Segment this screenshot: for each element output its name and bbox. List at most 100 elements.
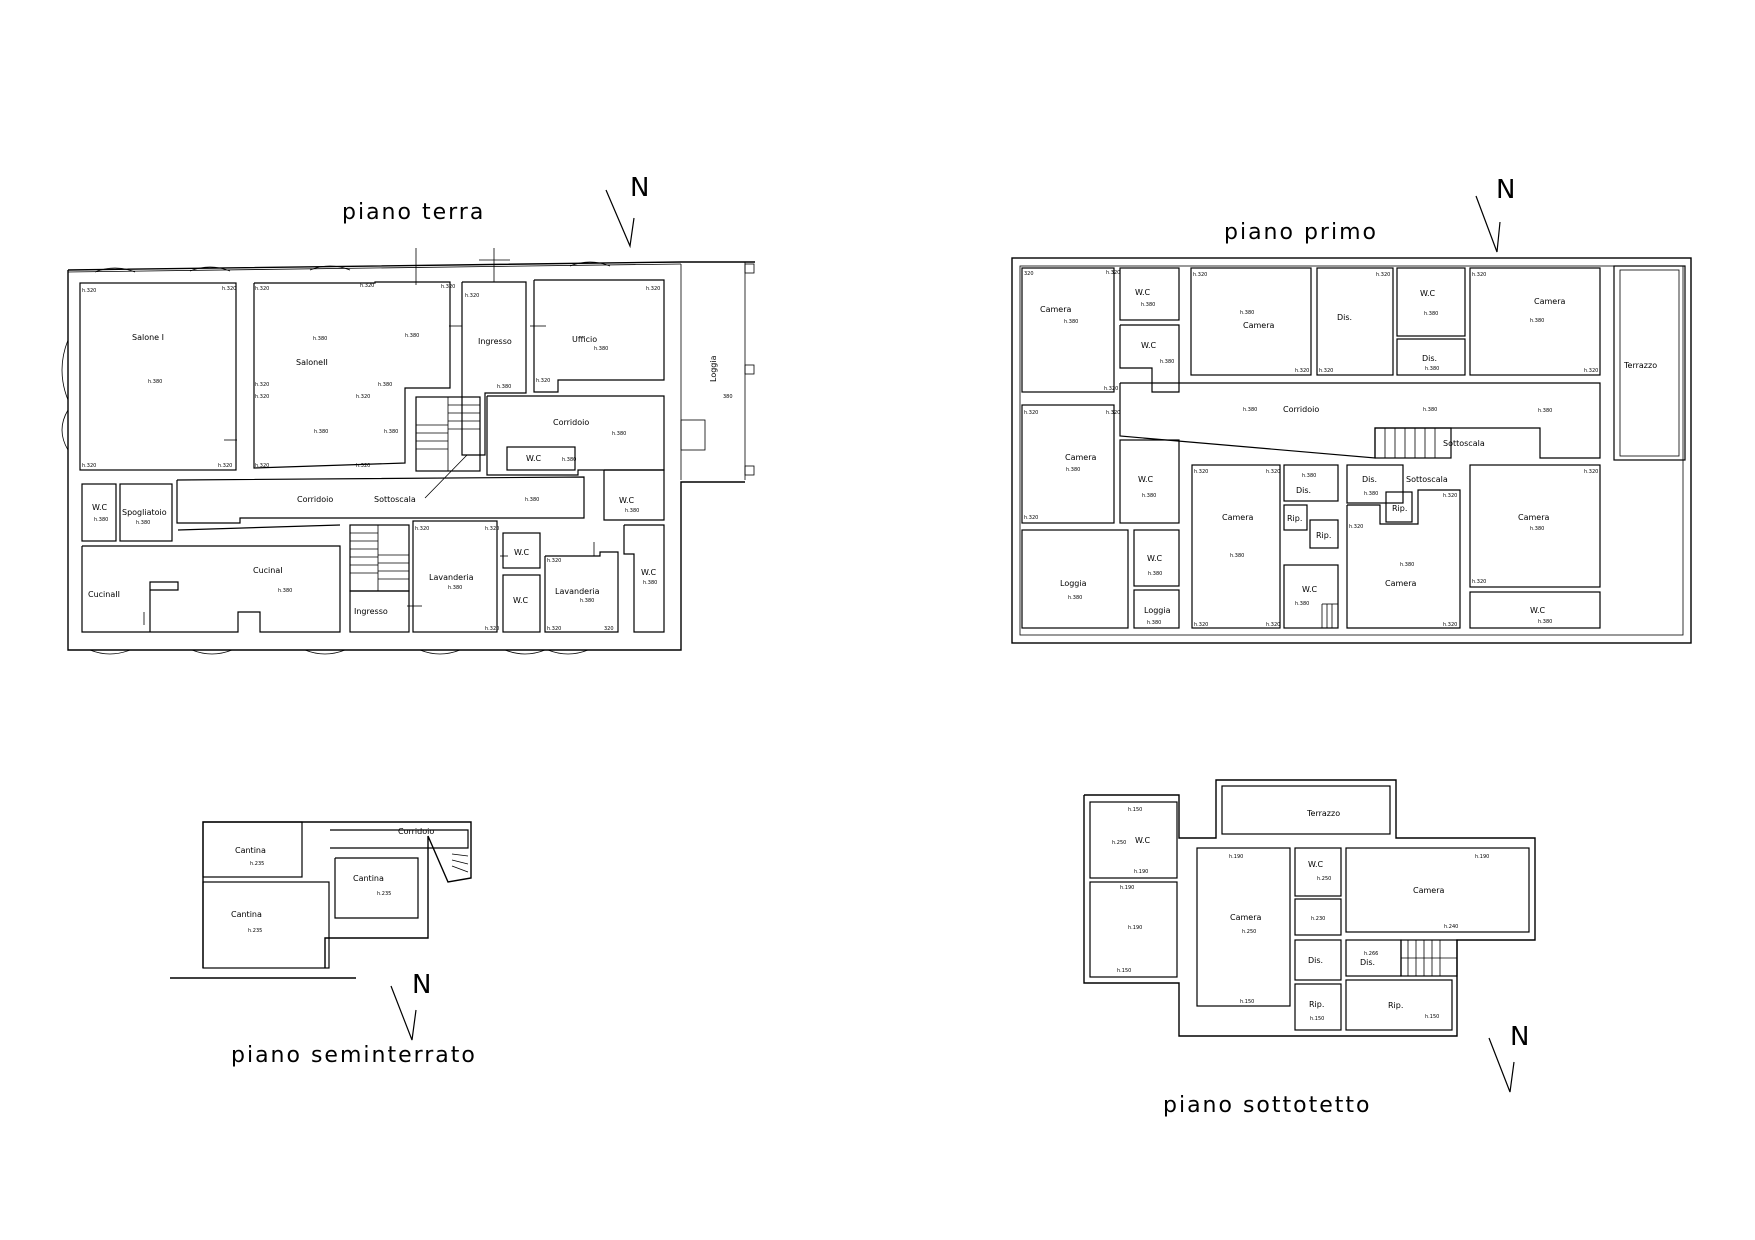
room-camera-west: [1196, 847, 1291, 1007]
svg-text:h.380: h.380: [378, 382, 392, 388]
svg-text:h.320: h.320: [1104, 386, 1118, 392]
outer-wall: [67, 261, 755, 271]
svg-text:h.380: h.380: [1066, 467, 1080, 473]
svg-text:Rip.: Rip.: [1388, 1001, 1403, 1010]
svg-text:380: 380: [723, 394, 733, 400]
room-wc-west: [81, 483, 117, 542]
svg-text:h.380: h.380: [580, 598, 594, 604]
room-wc-southeast: [623, 524, 665, 633]
svg-text:h.320: h.320: [1194, 469, 1208, 475]
svg-text:Sottoscala: Sottoscala: [1406, 475, 1448, 484]
room-corridoio-east: [486, 395, 665, 476]
north-arrow: N: [390, 970, 431, 1041]
svg-text:h.266: h.266: [1364, 951, 1378, 957]
svg-text:Dis.: Dis.: [1422, 354, 1437, 363]
room-wc-southwest: [1133, 529, 1180, 587]
svg-text:W.C: W.C: [1147, 554, 1163, 563]
room-wc-east: [1469, 591, 1601, 629]
svg-text:Dis.: Dis.: [1337, 313, 1352, 322]
north-arrow-letter: N: [1510, 1022, 1529, 1052]
room-wc-south-1: [502, 532, 541, 569]
svg-text:h.235: h.235: [377, 891, 391, 897]
room-cucina: [81, 545, 341, 633]
svg-text:h.320: h.320: [1024, 515, 1038, 521]
svg-text:320: 320: [604, 626, 614, 632]
room-wc-west: [1089, 801, 1178, 879]
svg-text:h.380: h.380: [1538, 408, 1552, 414]
north-arrow: N: [1475, 175, 1515, 253]
room-label: Corridoio: [297, 495, 333, 504]
room-wc-mid: [1283, 564, 1339, 629]
north-arrow: N: [1488, 1022, 1529, 1093]
room-cantina-3: [334, 857, 419, 919]
north-arrow-letter: N: [412, 970, 431, 1000]
svg-text:Dis.: Dis.: [1296, 486, 1311, 495]
svg-text:h.320: h.320: [255, 286, 269, 292]
svg-text:h.380: h.380: [525, 497, 539, 503]
svg-text:h.320: h.320: [485, 526, 499, 532]
room-rip-a: [1283, 504, 1308, 531]
svg-text:h.320: h.320: [1266, 622, 1280, 628]
svg-text:h.235: h.235: [248, 928, 262, 934]
svg-text:h.380: h.380: [1538, 619, 1552, 625]
svg-text:h.380: h.380: [1425, 366, 1439, 372]
svg-text:CucinaII: CucinaII: [88, 590, 120, 599]
svg-text:Loggia: Loggia: [1060, 579, 1087, 588]
svg-text:h.150: h.150: [1240, 999, 1254, 1005]
svg-text:h.380: h.380: [1142, 493, 1156, 499]
svg-text:h.380: h.380: [384, 429, 398, 435]
svg-text:h.150: h.150: [1117, 968, 1131, 974]
svg-text:320: 320: [1024, 271, 1034, 277]
svg-text:Camera: Camera: [1040, 305, 1071, 314]
svg-text:h.320: h.320: [415, 526, 429, 532]
room-loggia: Loggia: [709, 355, 718, 382]
room-camera-ne: [1469, 267, 1601, 376]
room-loggia-west: [1021, 529, 1129, 629]
svg-text:h.150: h.150: [1425, 1014, 1439, 1020]
svg-text:Corridoio: Corridoio: [1283, 405, 1319, 414]
plan-title: piano terra: [342, 200, 485, 225]
room-dis-a: [1294, 939, 1342, 981]
room-camera-east: [1469, 464, 1601, 588]
svg-text:Terrazzo: Terrazzo: [1306, 809, 1340, 818]
svg-text:h.380: h.380: [405, 333, 419, 339]
svg-text:h.320: h.320: [1024, 410, 1038, 416]
svg-text:W.C: W.C: [526, 454, 542, 463]
svg-text:W.C: W.C: [641, 568, 657, 577]
svg-text:W.C: W.C: [1141, 341, 1157, 350]
svg-text:h.380: h.380: [1141, 302, 1155, 308]
room-cantina-2: [202, 881, 330, 969]
svg-text:h.380: h.380: [94, 517, 108, 523]
svg-text:Loggia: Loggia: [1144, 606, 1171, 615]
svg-text:Lavanderia: Lavanderia: [555, 587, 600, 596]
svg-text:h.320: h.320: [1443, 622, 1457, 628]
svg-text:Rip.: Rip.: [1309, 1000, 1324, 1009]
room-rip-b: [1345, 979, 1453, 1031]
room-salone-1: [79, 282, 237, 471]
corridor-primo: [1119, 382, 1601, 459]
room-lavanderia-2: [544, 551, 619, 633]
room-wc-east: [603, 469, 665, 521]
room-mid: [1294, 898, 1342, 936]
svg-text:h.320: h.320: [485, 626, 499, 632]
plan-piano-primo: piano primo N Camera h.380 320 h.320 h.3…: [1011, 175, 1692, 644]
svg-text:h.320: h.320: [536, 378, 550, 384]
svg-text:h.320: h.320: [1194, 622, 1208, 628]
room-west: [1089, 881, 1178, 978]
room-dis-north-2: [1396, 338, 1466, 376]
svg-text:h.320: h.320: [360, 283, 374, 289]
svg-text:Cantina: Cantina: [353, 874, 384, 883]
svg-text:h.380: h.380: [1240, 310, 1254, 316]
outer-wall: [1011, 257, 1692, 644]
svg-text:h.320: h.320: [1193, 272, 1207, 278]
svg-text:h.380: h.380: [625, 508, 639, 514]
plan-title: piano seminterrato: [231, 1043, 477, 1068]
svg-text:h.190: h.190: [1134, 869, 1148, 875]
room-camera-north: [1190, 267, 1312, 376]
room-dis-north: [1316, 267, 1394, 376]
svg-text:Sottoscala: Sottoscala: [1443, 439, 1485, 448]
outer-wall: [67, 270, 745, 651]
svg-text:Camera: Camera: [1230, 913, 1261, 922]
svg-text:Camera: Camera: [1518, 513, 1549, 522]
svg-text:SaloneII: SaloneII: [296, 358, 328, 367]
